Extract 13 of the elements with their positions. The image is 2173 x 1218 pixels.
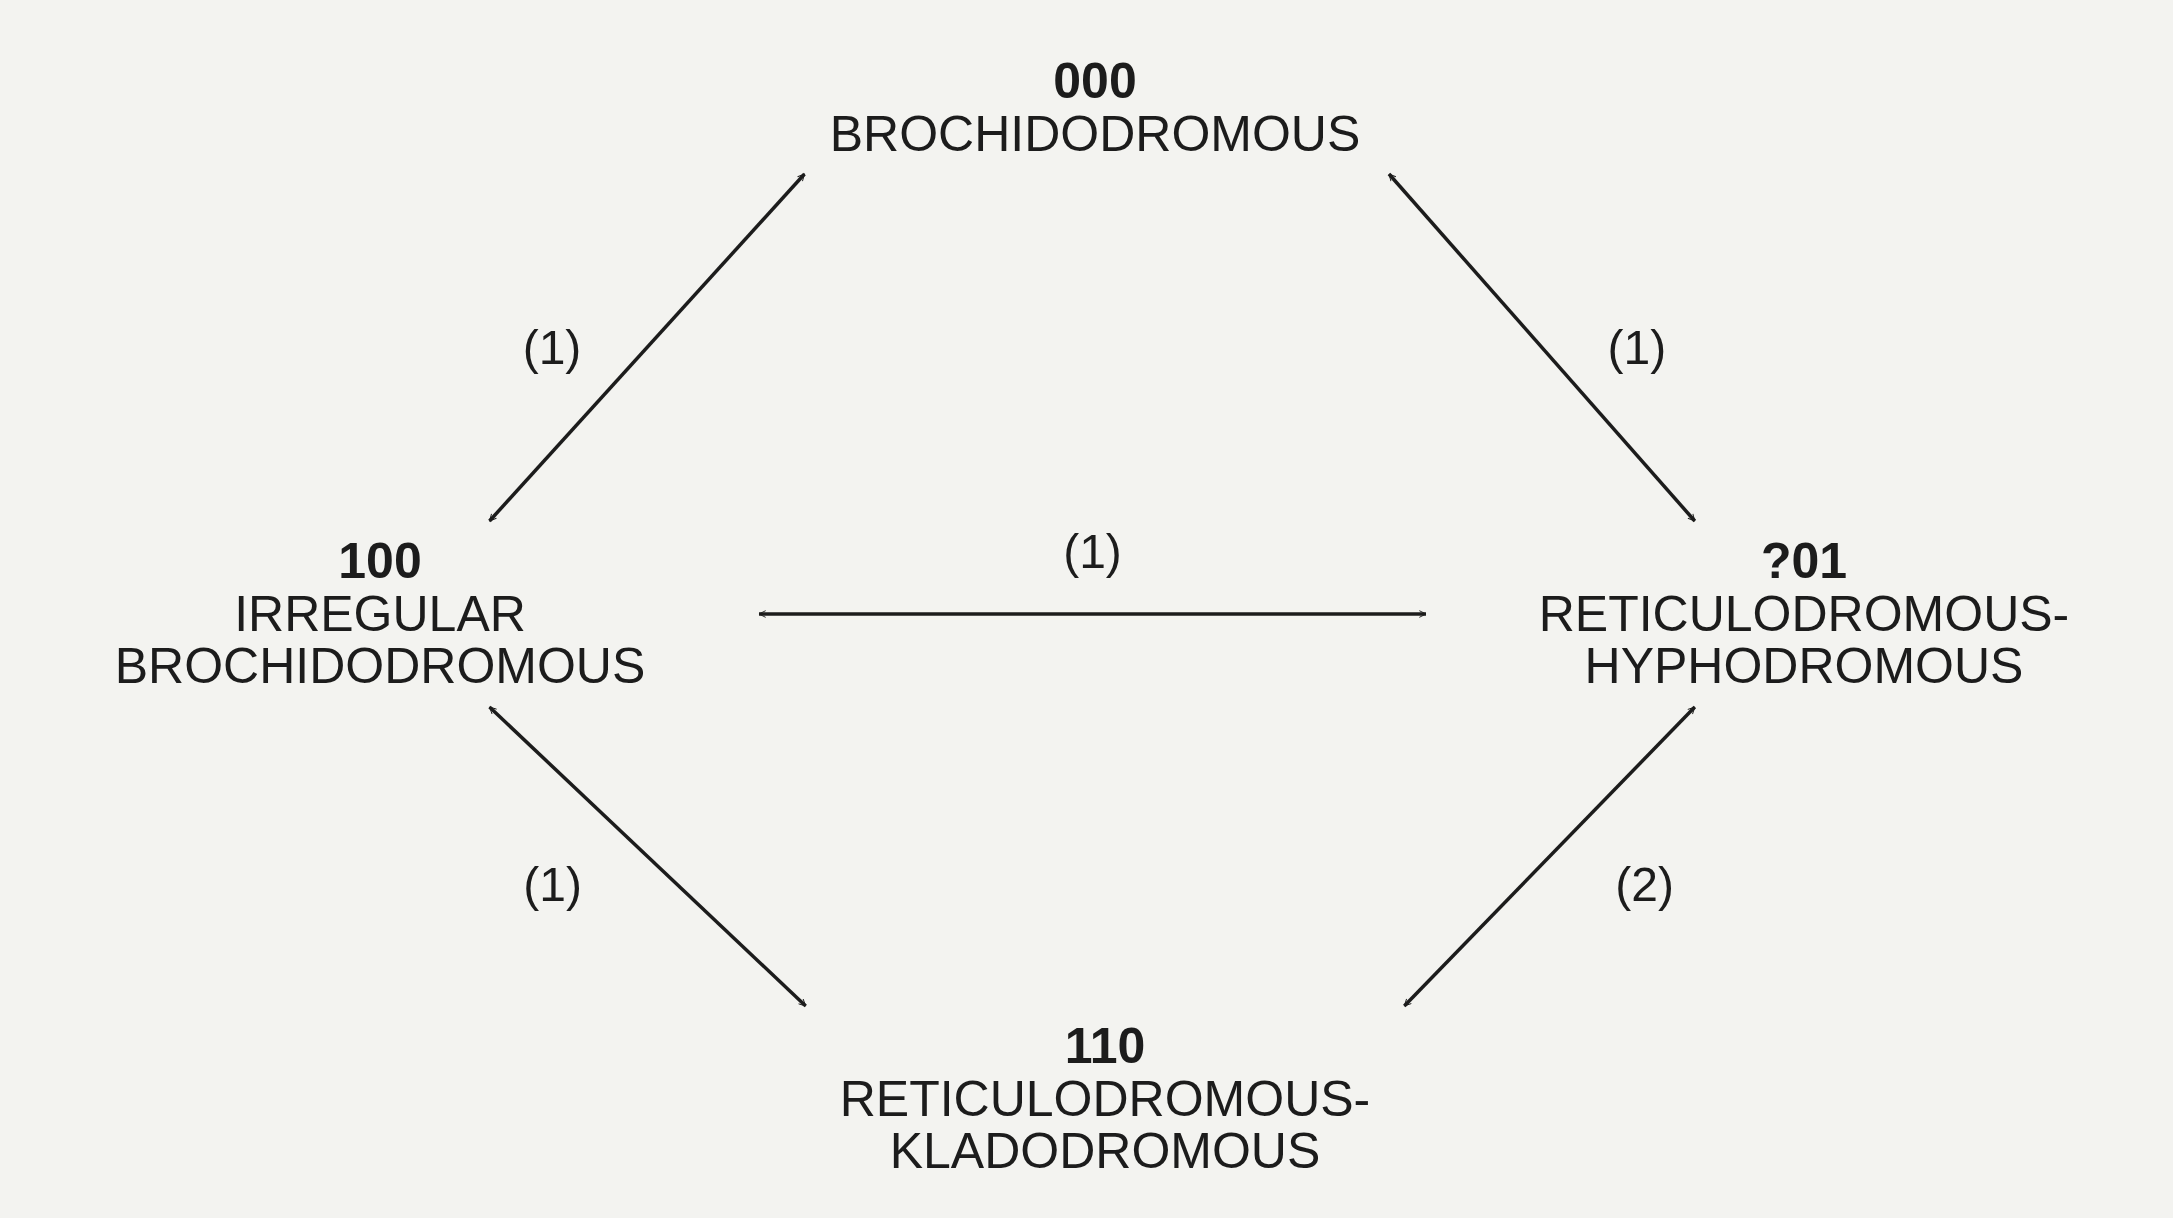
node-label: BROCHIDODROMOUS bbox=[829, 107, 1361, 160]
double-arrow bbox=[1387, 172, 1697, 523]
node-label: IRREGULAR BROCHIDODROMOUS bbox=[113, 587, 647, 693]
node-code: ?01 bbox=[1760, 535, 1848, 588]
node-code: 100 bbox=[338, 535, 422, 588]
double-arrow bbox=[758, 610, 1427, 618]
double-arrow bbox=[488, 172, 806, 523]
double-arrow bbox=[488, 705, 807, 1008]
node-label: RETICULODROMOUS- HYPHODROMOUS bbox=[1537, 587, 2071, 693]
node-code: 110 bbox=[1064, 1020, 1146, 1073]
node-label: RETICULODROMOUS- KLADODROMOUS bbox=[838, 1072, 1372, 1178]
node-code: 000 bbox=[1053, 55, 1137, 108]
double-arrow bbox=[1403, 705, 1697, 1008]
